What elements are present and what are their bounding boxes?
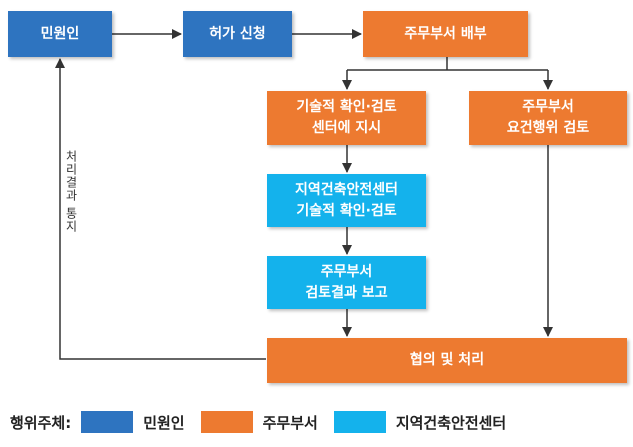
legend: 행위주체: 민원인 주무부서 지역건축안전센터 — [10, 408, 522, 436]
legend-label: 민원인 — [143, 413, 185, 432]
arrow-result-notice — [55, 58, 266, 360]
legend-item-department: 주무부서 — [200, 411, 318, 433]
legend-item-applicant: 민원인 — [81, 411, 185, 433]
legend-label: 주무부서 — [262, 413, 318, 432]
legend-label: 지역건축안전센터 — [395, 413, 507, 432]
dept-review-report-box: 주무부서 검토결과 보고 — [267, 256, 426, 309]
legend-swatch-blue — [81, 411, 134, 433]
permit-application-box: 허가 신청 — [183, 11, 292, 57]
consult-process-box: 협의 및 처리 — [267, 338, 627, 383]
instruct-center-box: 기술적 확인·검토 센터에 지시 — [267, 91, 426, 145]
legend-item-center: 지역건축안전센터 — [333, 411, 507, 433]
dept-review-requirements-box: 주무부서 요건행위 검토 — [469, 91, 627, 145]
center-technical-review-box: 지역건축안전센터 기술적 확인·검토 — [267, 174, 426, 227]
result-notice-label: 처리결과 통지 — [64, 150, 78, 233]
applicant-box: 민원인 — [8, 11, 112, 57]
assign-department-box: 주무부서 배부 — [363, 11, 528, 57]
legend-title: 행위주체: — [10, 413, 72, 432]
legend-swatch-orange — [200, 411, 253, 433]
legend-swatch-cyan — [333, 411, 386, 433]
